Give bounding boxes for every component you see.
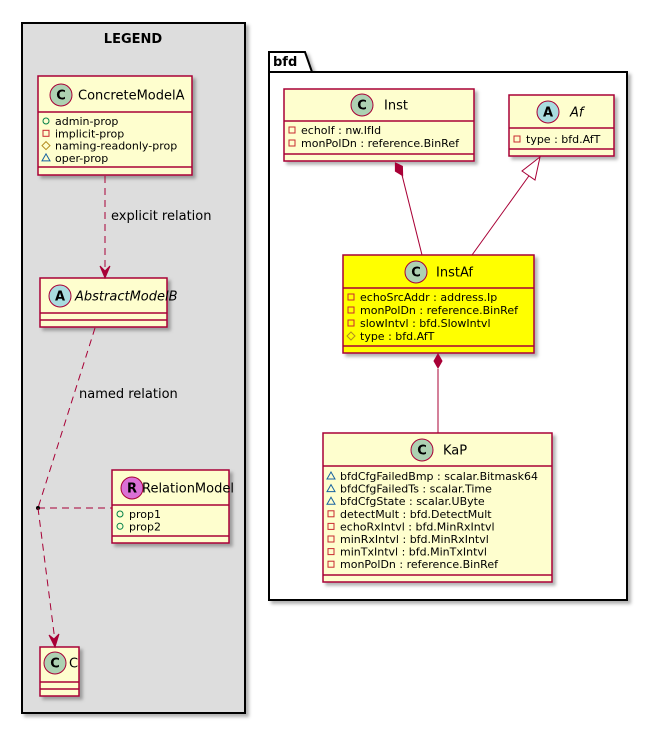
class-attribute: monPolDn : reference.BinRef: [301, 137, 460, 150]
class-attribute: monPolDn : reference.BinRef: [360, 304, 519, 317]
package-name: bfd: [273, 55, 297, 70]
class-props: bfdCfgFailedBmp : scalar.Bitmask64bfdCfg…: [326, 470, 538, 571]
visibility-public-icon: [116, 522, 124, 530]
class-stereotype-letter: C: [357, 99, 367, 114]
c-class[interactable]: C C: [39, 646, 80, 697]
class-attribute: implicit-prop: [55, 127, 124, 140]
class-name: InstAf: [436, 266, 473, 281]
visibility-private-icon: [288, 126, 296, 134]
visibility-private-icon: [327, 535, 335, 543]
visibility-private-icon: [327, 560, 335, 568]
visibility-private-icon: [288, 139, 296, 147]
class-attribute: admin-prop: [55, 115, 118, 128]
class-stereotype-letter: C: [417, 444, 427, 459]
class-attribute: minTxIntvl : bfd.MinTxIntvl: [340, 546, 487, 559]
class-attribute: type : bfd.AfT: [360, 330, 435, 343]
kap-class[interactable]: C KaP bfdCfgFailedBmp : scalar.Bitmask64…: [322, 432, 553, 583]
class-name: C: [69, 657, 78, 672]
class-stereotype-letter: C: [411, 266, 421, 281]
class-c-icon: [49, 83, 73, 107]
class-stereotype-letter: R: [127, 482, 137, 497]
class-attribute: slowIntvl : bfd.SlowIntvl: [360, 317, 491, 330]
inst-instaf-composition-edge: [394, 162, 423, 256]
visibility-private-icon: [327, 522, 335, 530]
legend-title: LEGEND: [104, 32, 163, 47]
class-stereotype-letter: A: [543, 106, 553, 121]
explicit-relation-edge: explicit relation: [99, 176, 211, 280]
visibility-public-icon: [42, 117, 50, 125]
edge-label: explicit relation: [111, 209, 211, 224]
class-c-icon: [404, 260, 428, 284]
visibility-protected-icon: [41, 140, 51, 151]
visibility-private-icon: [327, 548, 335, 556]
visibility-protected-icon: [346, 331, 356, 341]
visibility-private-icon: [42, 129, 50, 137]
class-attribute: minRxIntvl : bfd.MinRxIntvl: [340, 533, 489, 546]
visibility-private-icon: [347, 293, 355, 301]
instaf-kap-composition-edge: [433, 352, 443, 433]
class-props: admin-propimplicit-propnaming-readonly-p…: [41, 115, 177, 165]
class-attribute: type : bfd.AfT: [526, 133, 601, 146]
visibility-package-icon: [41, 152, 51, 162]
class-name: ConcreteModelA: [78, 89, 185, 104]
class-attribute: detectMult : bfd.DetectMult: [340, 508, 492, 521]
class-a-icon: [48, 284, 72, 308]
class-name: Inst: [384, 99, 408, 114]
class-attribute: echoRxIntvl : bfd.MinRxIntvl: [340, 520, 495, 533]
visibility-package-icon: [326, 483, 336, 493]
class-attribute: bfdCfgState : scalar.UByte: [340, 495, 485, 508]
concrete-model-a-class[interactable]: C ConcreteModelA admin-propimplicit-prop…: [37, 75, 193, 176]
class-attribute: bfdCfgFailedBmp : scalar.Bitmask64: [340, 470, 538, 483]
class-name: Af: [569, 106, 586, 121]
class-attribute: oper-prop: [55, 152, 108, 165]
edge-label: named relation: [79, 387, 178, 402]
visibility-package-icon: [326, 470, 336, 480]
class-r-icon: [120, 476, 144, 500]
class-name: RelationModel: [142, 482, 234, 497]
af-instaf-generalization-edge: [471, 155, 541, 256]
af-class[interactable]: A Af type : bfd.AfT: [508, 94, 615, 157]
class-attribute: echoIf : nw.IfId: [301, 124, 381, 137]
class-c-icon: [350, 93, 374, 117]
class-name: AbstractModelB: [74, 290, 178, 305]
instaf-class[interactable]: C InstAf echoSrcAddr : address.IpmonPolD…: [342, 254, 535, 354]
class-stereotype-letter: A: [55, 290, 65, 305]
abstract-model-b-class[interactable]: A AbstractModelB: [39, 277, 178, 328]
class-a-icon: [536, 100, 560, 124]
class-attribute: naming-readonly-prop: [55, 140, 177, 153]
visibility-private-icon: [347, 306, 355, 314]
visibility-private-icon: [347, 319, 355, 327]
visibility-private-icon: [327, 510, 335, 518]
class-attribute: prop1: [129, 508, 161, 521]
visibility-public-icon: [116, 510, 124, 518]
visibility-private-icon: [513, 135, 521, 143]
class-attribute: bfdCfgFailedTs : scalar.Time: [340, 483, 492, 496]
class-attribute: echoSrcAddr : address.Ip: [360, 291, 497, 304]
class-stereotype-letter: C: [50, 657, 60, 672]
class-props: type : bfd.AfT: [513, 133, 601, 146]
visibility-package-icon: [326, 496, 336, 505]
named-relation-edge: named relation: [36, 327, 178, 649]
class-attribute: prop2: [129, 520, 161, 533]
class-stereotype-letter: C: [56, 89, 66, 104]
class-c-icon: [43, 651, 67, 675]
class-c-icon: [410, 438, 434, 462]
class-name: KaP: [443, 444, 467, 459]
class-attribute: monPolDn : reference.BinRef: [340, 558, 499, 571]
